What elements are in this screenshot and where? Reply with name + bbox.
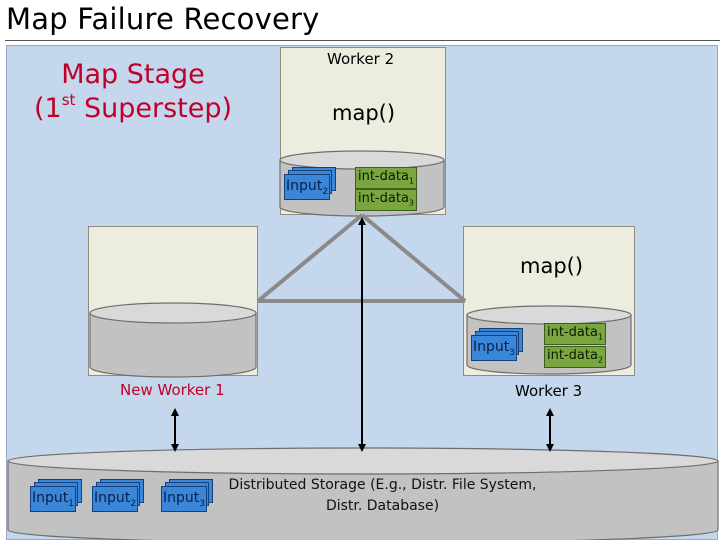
storage-caption: Distributed Storage (E.g., Distr. File S… (220, 475, 545, 517)
worker-1-disk (89, 302, 257, 378)
worker-3-map-call: map() (520, 254, 584, 278)
worker-1-label: New Worker 1 (120, 381, 225, 399)
worker-2-label: Worker 2 (327, 50, 395, 68)
network-link-worker-3 (360, 213, 467, 303)
slide-title: Map Failure Recovery (6, 2, 320, 36)
worker-2-int-data-3: int-data3 (355, 189, 417, 211)
worker-3-label: Worker 3 (515, 382, 583, 400)
worker-2-int-data-1: int-data1 (355, 167, 417, 189)
worker-3-int-data-1: int-data1 (544, 323, 606, 345)
network-link-worker-1 (256, 213, 364, 303)
worker-2-map-call: map() (332, 101, 396, 125)
storage-caption-line2: Distr. Database) (325, 498, 440, 514)
title-divider (5, 40, 720, 41)
worker-3-int-data-2: int-data2 (544, 346, 606, 368)
storage-caption-line1: Distributed Storage (E.g., Distr. File S… (228, 477, 537, 493)
stage-title: Map Stage (1st Superstep) (28, 58, 238, 126)
stage-title-line1: Map Stage (61, 59, 205, 90)
stage-title-line2: (1st Superstep) (33, 91, 233, 125)
